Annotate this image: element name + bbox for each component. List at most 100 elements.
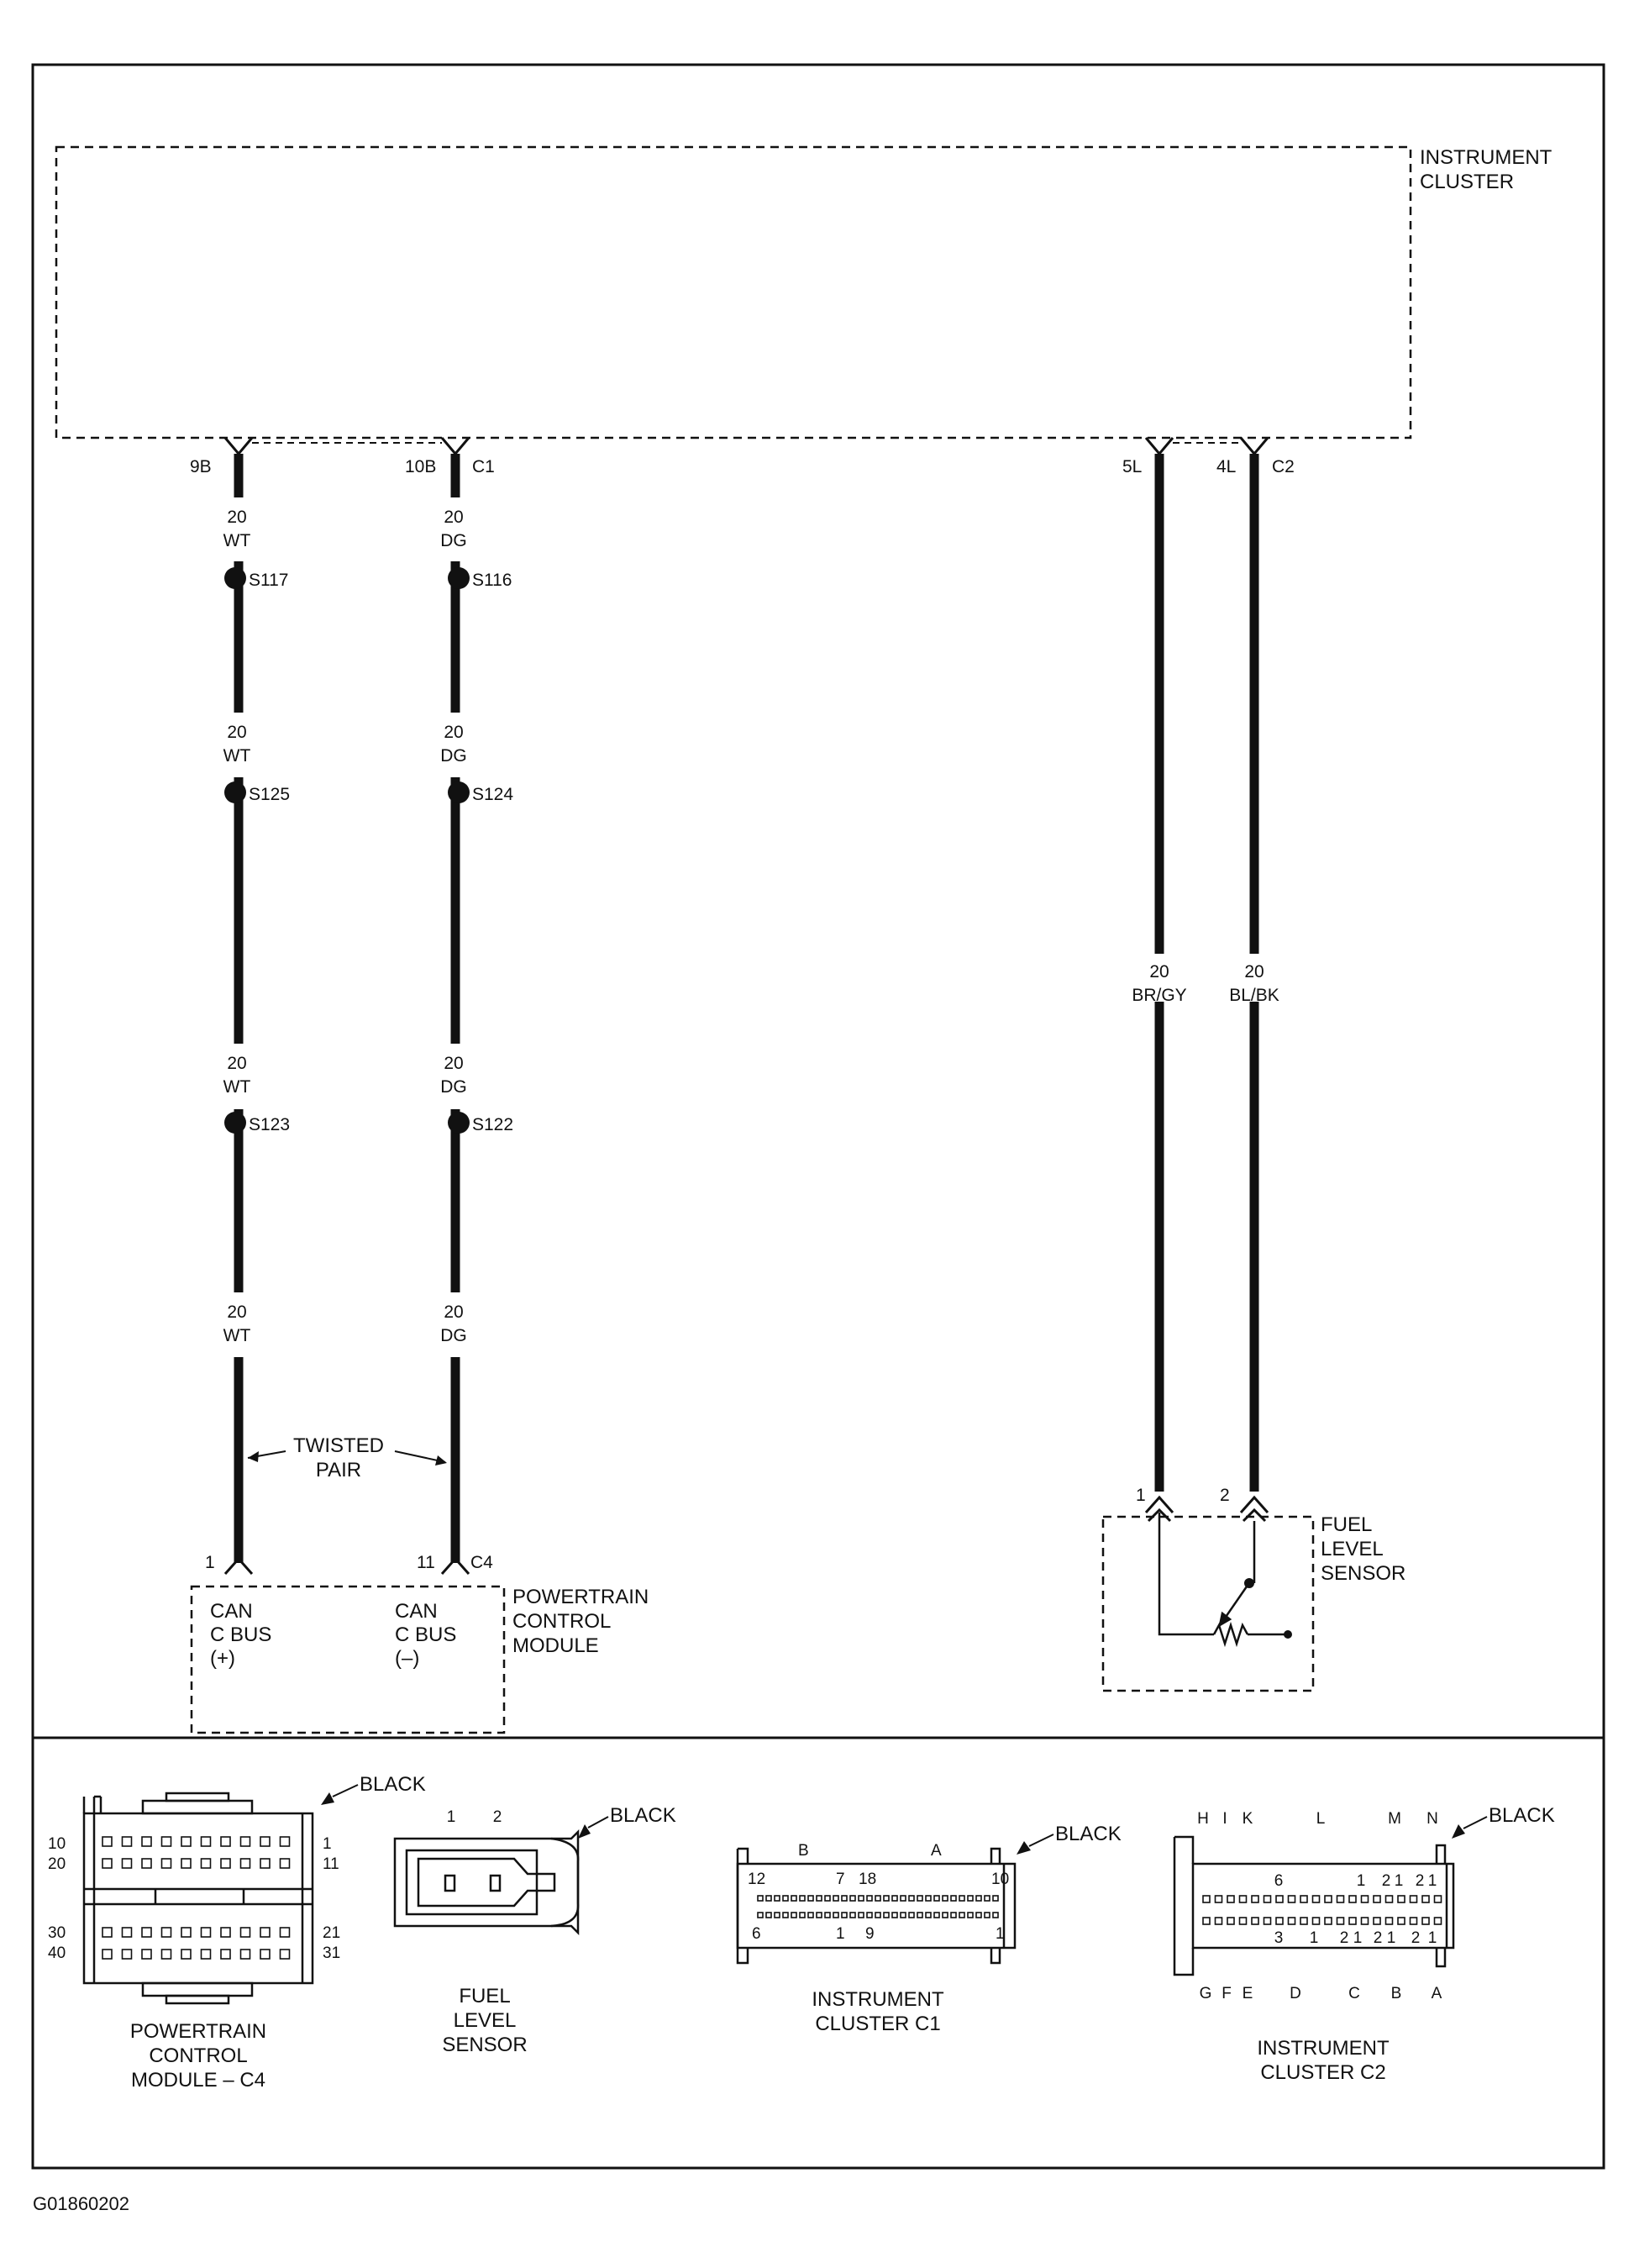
c2-name-1: INSTRUMENT [1257, 2037, 1390, 2060]
splice-s122-dot [448, 1112, 470, 1134]
fls-label-1: FUEL [1321, 1513, 1372, 1536]
pin-cavity [1409, 1917, 1418, 1925]
pin-cavity [160, 1949, 172, 1960]
pin-cavity [102, 1927, 113, 1938]
pin-cavity [791, 1912, 797, 1918]
splice-s125-dot [224, 781, 246, 803]
pin-cavity [260, 1927, 271, 1938]
pcm-c4-pin-40: 40 [48, 1944, 66, 1962]
splice-dots [224, 567, 470, 1134]
pin-cavity [141, 1927, 152, 1938]
pin-cavity [908, 1895, 915, 1902]
powertrain-control-module: POWERTRAIN CONTROL MODULE CAN C BUS (+) … [190, 1585, 649, 1734]
c2-bottom-letter: B [1391, 1985, 1402, 2002]
can-minus-3: (–) [395, 1647, 419, 1670]
pin-cavity [181, 1836, 192, 1847]
c2-bottom-num: 1 [1353, 1929, 1363, 1947]
pin-cavity [765, 1912, 772, 1918]
pin-cavity [181, 1927, 192, 1938]
pin-cavity [959, 1895, 965, 1902]
pin-cavity [200, 1836, 212, 1847]
pin-cavity [1202, 1895, 1211, 1903]
pin-cavity [220, 1836, 231, 1847]
pin-cavity [908, 1912, 915, 1918]
pin-cavity [992, 1912, 999, 1918]
pin-cavity [816, 1912, 822, 1918]
c1-color-label: BLACK [1055, 1823, 1122, 1845]
c2-bottom-letter: D [1290, 1985, 1301, 2002]
c1-pin-18: 18 [859, 1871, 876, 1888]
pin-cavity [1348, 1917, 1357, 1925]
connector-c1-label: C1 [472, 457, 495, 476]
c1-pin-10: 10 [991, 1871, 1009, 1888]
pin-cavity [858, 1895, 864, 1902]
splice-s117-dot [224, 567, 246, 589]
blbk-color: BL/BK [1229, 986, 1279, 1005]
pin-cavity [933, 1912, 940, 1918]
pin-cavity [121, 1836, 133, 1847]
pin-cavity [824, 1912, 831, 1918]
pin-cavity [239, 1836, 251, 1847]
pcm-c4-name-1: POWERTRAIN [130, 2020, 266, 2043]
splice-s125: S125 [249, 785, 290, 804]
fls-box [1101, 1515, 1315, 1692]
pcm-c4-pin-30: 30 [48, 1924, 66, 1942]
wt-color-3: WT [223, 1077, 251, 1097]
fls-pin-2: 2 [1220, 1486, 1230, 1505]
pin-cavity [942, 1895, 948, 1902]
connector-c2-label: C2 [1272, 457, 1295, 476]
pin-cavity [220, 1927, 231, 1938]
pin-cavity [950, 1895, 957, 1902]
pin-cavity [1348, 1895, 1357, 1903]
dg-color-2: DG [440, 746, 467, 766]
cluster-c1-pin-grid [757, 1895, 999, 1918]
pin-cavity [1227, 1917, 1235, 1925]
pin-cavity [1251, 1917, 1259, 1925]
pin-cavity [1384, 1917, 1394, 1925]
pin-cavity [279, 1949, 291, 1960]
pcm-c4-pin-11: 11 [323, 1855, 339, 1873]
pin-cavity [1275, 1917, 1284, 1925]
c1-name-1: INSTRUMENT [812, 1988, 944, 2011]
c2-bottom-num: 1 [1310, 1929, 1319, 1947]
c2-bottom-num: 3 [1274, 1929, 1284, 1947]
twisted-pair-label-2: PAIR [316, 1459, 361, 1481]
c2-bottom-letter: A [1432, 1985, 1442, 2002]
pin-cavity [917, 1895, 923, 1902]
pin-cavity [1227, 1895, 1235, 1903]
pin-cavity [102, 1949, 113, 1960]
brgy-gauge: 20 [1149, 962, 1169, 981]
fls-conn-color-label: BLACK [610, 1804, 676, 1827]
sensor-end-terminal [1284, 1630, 1292, 1639]
pin-cavity [849, 1895, 856, 1902]
fls-conn-name-3: SENSOR [442, 2034, 527, 2056]
cluster-label-2: CLUSTER [1420, 171, 1514, 193]
pcm-c4-name-2: CONTROL [149, 2044, 247, 2067]
dg-gauge-1: 20 [444, 508, 463, 527]
pin-cavity [239, 1927, 251, 1938]
pin-4l: 4L [1216, 457, 1236, 476]
pin-cavity [883, 1895, 890, 1902]
pin-cavity [121, 1858, 133, 1869]
splice-s124-dot [448, 781, 470, 803]
pin-cavity [925, 1912, 932, 1918]
instrument-cluster-box [55, 145, 1412, 439]
c1-section-a: A [931, 1842, 942, 1860]
can-minus-2: C BUS [395, 1623, 456, 1646]
pin-cavity [841, 1895, 848, 1902]
pin-cavity [220, 1949, 231, 1960]
pin-cavity [260, 1836, 271, 1847]
pin-cavity [260, 1949, 271, 1960]
pin-cavity [279, 1836, 291, 1847]
pin-cavity [757, 1912, 764, 1918]
pin-cavity [1433, 1895, 1442, 1903]
pin-cavity [1287, 1917, 1296, 1925]
pin-cavity [841, 1912, 848, 1918]
instrument-cluster: INSTRUMENT CLUSTER [55, 145, 1553, 439]
pin-cavity [1324, 1917, 1332, 1925]
pin-cavity [1373, 1895, 1381, 1903]
wt-gauge-2: 20 [227, 723, 246, 742]
